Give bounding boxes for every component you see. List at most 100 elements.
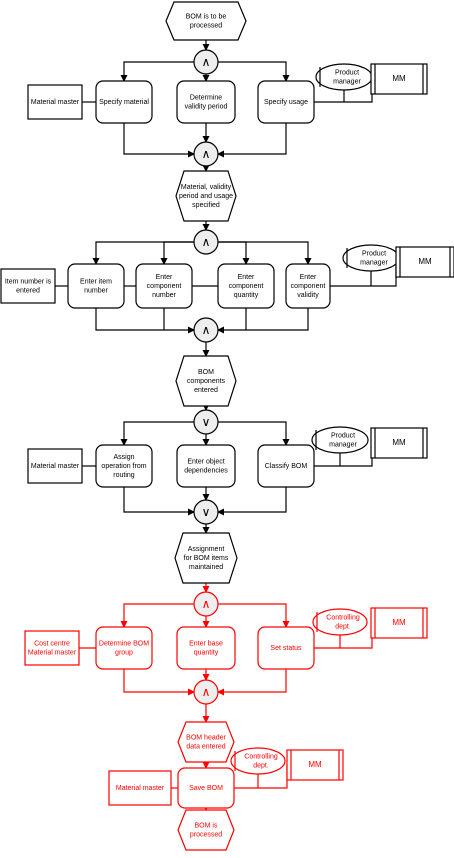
connector-circle xyxy=(193,141,219,167)
system-label: MM xyxy=(308,760,322,769)
system-mm-3: MM xyxy=(370,427,428,459)
function-determine-validity-period: Determine validity period xyxy=(176,80,236,124)
org-unit-ellipse xyxy=(312,608,368,636)
connector-symbol: ∧ xyxy=(202,685,211,699)
node-label-line: Product xyxy=(335,69,359,76)
function-box xyxy=(176,80,236,124)
node-label-line: processed xyxy=(190,831,222,838)
flow-connector-line xyxy=(95,308,195,334)
node-label-line: validity period xyxy=(185,103,228,110)
function-set-status: Set status xyxy=(257,626,315,670)
node-label-line: Material master xyxy=(28,649,77,656)
connector-circle xyxy=(193,679,219,705)
flow-connector-line xyxy=(217,487,287,516)
node-label-line: Set status xyxy=(270,645,302,652)
function-box xyxy=(285,263,331,309)
system-label: MM xyxy=(392,618,406,627)
information-object-box xyxy=(0,268,56,304)
org-product-manager-1: Product manager xyxy=(315,63,373,91)
node-label-line: maintained xyxy=(189,564,223,571)
connector-circle xyxy=(193,499,219,525)
event-material-validity-usage-specified: Material, validity period and usage specif… xyxy=(175,170,237,222)
node-label-line: Enter xyxy=(238,274,255,281)
function-box xyxy=(135,263,193,309)
node-label-line: routing xyxy=(113,472,135,479)
node-label-line: validity xyxy=(297,292,319,299)
node-label-line: Save BOM xyxy=(189,785,223,792)
flow-connector-line xyxy=(218,603,290,628)
flow-connector-line xyxy=(123,487,195,516)
node-label-line: Cost centre xyxy=(34,640,70,647)
node-label-line: dependencies xyxy=(184,467,228,474)
information-object-box xyxy=(27,84,83,120)
flow-connector-line xyxy=(92,241,194,265)
node-label-line: Enter item xyxy=(80,278,112,285)
node-label-line: dept. xyxy=(335,623,351,630)
node-label-line: Item number is xyxy=(5,278,52,285)
node-label-line: BOM header xyxy=(186,734,226,741)
function-save-bom: Save BOM xyxy=(177,767,235,809)
function-box xyxy=(257,444,315,488)
system-label: MM xyxy=(392,438,406,447)
node-label-line: Product xyxy=(362,250,386,257)
system-mm-5: MM xyxy=(286,749,344,781)
node-label-line: Specify material xyxy=(99,99,149,106)
event-hexagon xyxy=(175,355,237,407)
node-label-line: Material, validity xyxy=(181,184,232,191)
function-box xyxy=(95,444,153,488)
system-label: MM xyxy=(392,74,406,83)
event-hexagon xyxy=(174,532,238,584)
org-unit-ellipse xyxy=(311,426,369,454)
system-box xyxy=(370,427,428,459)
node-label-line: BOM is to be xyxy=(186,13,227,20)
flow-connector-line xyxy=(120,603,194,628)
information-object-box xyxy=(27,448,83,484)
node-label-line: group xyxy=(115,649,133,656)
connector-symbol: ∧ xyxy=(202,147,211,161)
node-label-line: manager xyxy=(360,259,388,266)
node-label-line: manager xyxy=(333,78,361,85)
event-hexagon xyxy=(165,1,247,41)
connector-or-split-3: ∨ xyxy=(193,409,219,435)
node-label-line: specified xyxy=(192,202,220,209)
flow-connector-line xyxy=(217,669,287,696)
node-label-line: Product xyxy=(331,432,355,439)
org-unit-ellipse xyxy=(342,244,400,272)
function-classify-bom: Classify BOM xyxy=(257,444,315,488)
node-label-line: component xyxy=(147,283,182,290)
system-box xyxy=(370,607,428,639)
system-box xyxy=(286,749,344,781)
node-label-line: entered xyxy=(16,287,40,294)
connector-symbol: ∧ xyxy=(202,323,211,337)
connector-circle xyxy=(193,49,219,75)
function-box xyxy=(177,767,235,809)
node-label-line: Specify usage xyxy=(264,99,308,106)
node-label-line: component xyxy=(229,283,264,290)
function-box xyxy=(257,626,315,670)
node-label-line: Enter base xyxy=(189,640,223,647)
node-label-line: number xyxy=(152,292,176,299)
org-product-manager-2: Product manager xyxy=(342,244,400,272)
event-hexagon xyxy=(177,721,235,763)
node-label-line: Enter object xyxy=(187,458,224,465)
event-hexagon xyxy=(175,170,237,222)
system-mm-4: MM xyxy=(370,607,428,639)
node-label-line: Determine xyxy=(190,94,222,101)
system-mm-2: MM xyxy=(395,246,454,278)
node-label-line: period and usage xyxy=(179,193,233,200)
function-box xyxy=(257,80,315,124)
node-label-line: data entered xyxy=(186,743,225,750)
function-box xyxy=(176,626,236,670)
system-label: MM xyxy=(418,257,432,266)
node-label-line: quantity xyxy=(234,292,259,299)
org-unit-ellipse xyxy=(315,63,373,91)
